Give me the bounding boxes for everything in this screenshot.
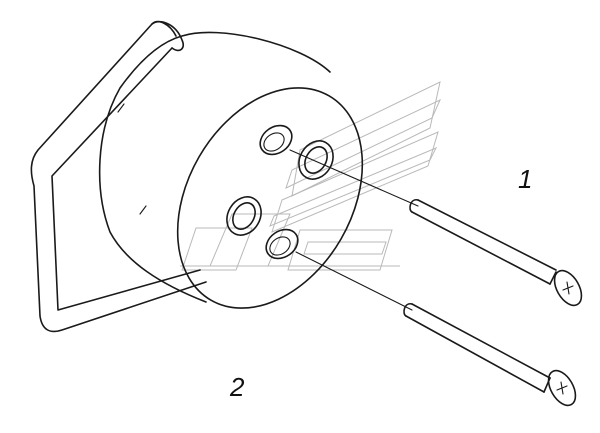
callout-item-1: 1 xyxy=(518,164,533,194)
pin-hole xyxy=(265,228,299,260)
socket-body xyxy=(98,31,331,303)
callout-item-2: 2 xyxy=(230,372,245,402)
screw xyxy=(295,251,577,407)
brand-logo-watermark xyxy=(180,81,442,271)
socket-housing xyxy=(30,20,364,333)
phillips-cross-icon xyxy=(556,381,568,395)
pin-hole xyxy=(226,196,262,236)
pin-hole xyxy=(259,124,293,156)
socket-front-face xyxy=(176,87,364,309)
screw xyxy=(289,149,583,307)
phillips-cross-icon xyxy=(562,281,574,295)
